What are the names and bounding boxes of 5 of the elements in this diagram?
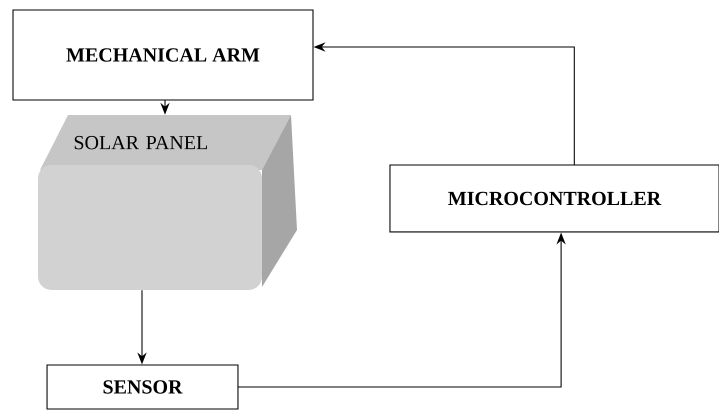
solar-panel-block: SOLAR PANEL	[38, 115, 297, 290]
process-box: SENSOR	[46, 364, 238, 410]
process-box: MECHANICAL ARM	[12, 9, 314, 101]
process-box: MICROCONTROLLER	[389, 164, 719, 232]
node-label: SOLAR PANEL	[74, 136, 208, 150]
